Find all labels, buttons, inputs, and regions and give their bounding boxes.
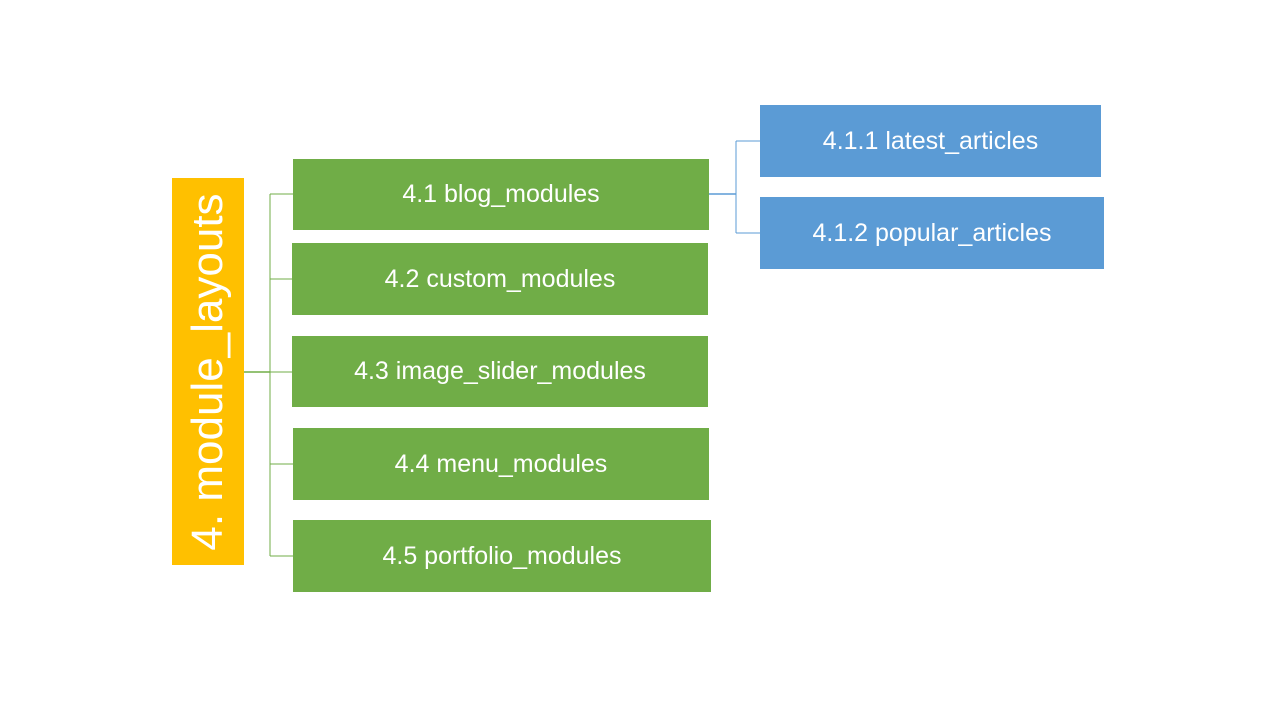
node-label: 4.4 menu_modules (394, 449, 608, 478)
node-label: 4.1 blog_modules (402, 180, 600, 208)
node-label: 4.1.1 latest_articles (822, 126, 1039, 155)
node-4-4: 4.4 menu_modules (293, 428, 709, 500)
node-4-3: 4.3 image_slider_modules (292, 336, 708, 407)
node-label: 4.1.2 popular_articles (812, 218, 1052, 247)
node-4-1-1: 4.1.1 latest_articles (760, 105, 1101, 177)
node-label: 4.5 portfolio_modules (382, 541, 622, 570)
node-4-2: 4.2 custom_modules (292, 243, 708, 315)
node-label: 4.2 custom_modules (384, 264, 616, 293)
root-node: 4. module_layouts (172, 178, 244, 565)
node-4-1: 4.1 blog_modules (293, 159, 709, 230)
root-node-label: 4. module_layouts (183, 192, 232, 551)
node-4-1-2: 4.1.2 popular_articles (760, 197, 1104, 269)
node-4-5: 4.5 portfolio_modules (293, 520, 711, 592)
node-label: 4.3 image_slider_modules (354, 357, 646, 385)
